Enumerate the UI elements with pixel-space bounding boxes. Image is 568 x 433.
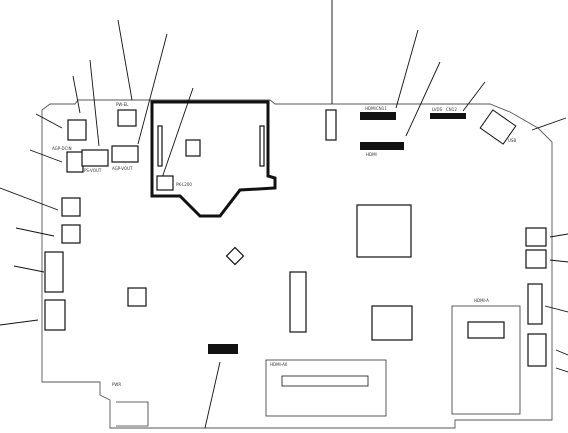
ram-module [289, 271, 307, 333]
cpu-small-chip [185, 139, 201, 157]
slot-bottom [265, 359, 387, 417]
label-agp-dcin: AGP-DCIN [52, 146, 72, 151]
label-lvds: LVDS [432, 107, 443, 112]
connector-left-3 [61, 224, 81, 244]
connector-bottom-center [208, 344, 238, 354]
connector-agp-vout [111, 145, 139, 163]
label-hdmi-top-sub: CN11 [376, 106, 387, 111]
cpu-edge-right [259, 125, 265, 167]
connector-right-1 [525, 227, 547, 247]
connector-hdmi-top [360, 112, 396, 120]
label-ps-vout: PS-VOUT [84, 168, 102, 173]
connector-right-3 [527, 283, 543, 325]
cpu-area-outline [150, 100, 277, 218]
label-hdmi-top: HDMI [365, 106, 376, 111]
left-chip [127, 287, 147, 307]
connector-right-4 [527, 333, 547, 367]
slot-inner [281, 375, 369, 387]
connector-right-2 [525, 249, 547, 269]
connector-lvds [430, 113, 466, 119]
connector-pk-l200 [156, 175, 174, 191]
small-diamond-chip [225, 246, 245, 266]
main-chipset [356, 204, 412, 258]
label-lvds-sub: CN12 [446, 107, 457, 112]
connector-left-1 [67, 119, 87, 141]
connector-left-2 [61, 197, 81, 217]
storage-chip [371, 305, 413, 341]
bottom-right-chip [467, 321, 505, 339]
connector-pw-el [117, 109, 137, 127]
label-pk-l200: PK-L200 [176, 182, 192, 187]
connector-left-4 [44, 251, 64, 293]
label-pwr: PWR [112, 382, 121, 387]
power-socket [116, 401, 149, 427]
label-pw-el: PW-EL [116, 102, 129, 107]
label-hdmi-right: HDMI-A [474, 298, 489, 303]
connector-ps-vout [81, 149, 109, 167]
cpu-edge-left [157, 125, 163, 167]
label-hdmi-lower: HDMI [366, 152, 377, 157]
sd-slot [451, 305, 521, 415]
label-hdmi-left-bottom: HDMI-A0 [270, 362, 288, 367]
connector-agp-dcin [66, 151, 84, 173]
connector-usb [479, 109, 517, 145]
connector-top-vertical [325, 109, 337, 141]
label-agp-vout: AGP-VOUT [112, 166, 133, 171]
connector-hdmi-lower [360, 142, 404, 150]
connector-left-5 [44, 299, 66, 331]
label-usb: USB [508, 138, 516, 143]
